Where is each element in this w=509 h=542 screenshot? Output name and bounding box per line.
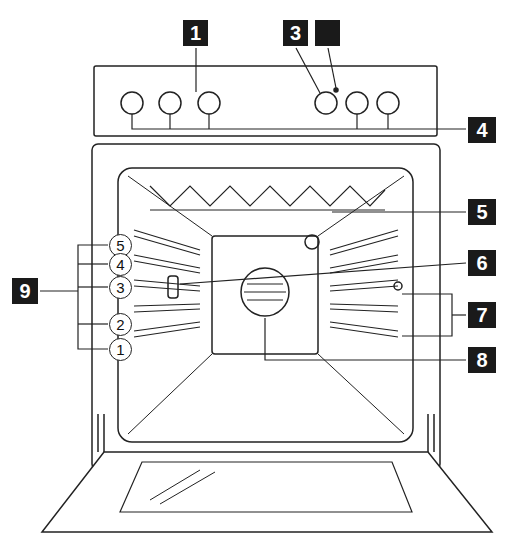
shelf-level-number: 2 xyxy=(109,313,132,336)
callout-box xyxy=(315,20,340,46)
callout-number: 1 xyxy=(183,20,208,46)
leader-lines xyxy=(132,48,466,129)
fan-cover xyxy=(241,268,289,316)
callout-number: 5 xyxy=(468,199,496,225)
oven-lamp xyxy=(305,235,319,249)
socket xyxy=(394,282,402,290)
cavity-perspective xyxy=(128,176,404,434)
callout-number: 4 xyxy=(468,117,496,143)
heating-element xyxy=(150,186,385,206)
temperature-sensor xyxy=(168,276,178,298)
oven-door xyxy=(42,414,492,532)
indicator-lamp xyxy=(334,88,338,92)
oven-body xyxy=(92,144,440,470)
shelf-level-number: 1 xyxy=(109,338,132,361)
shelf-rails xyxy=(134,230,398,337)
callout-number: 9 xyxy=(12,278,38,304)
oven-cavity xyxy=(118,168,413,442)
heating-element xyxy=(150,210,385,211)
shelf-level-number: 3 xyxy=(109,276,132,299)
callout-number: 6 xyxy=(468,250,496,276)
leader-lines xyxy=(40,212,466,360)
callout-number: 3 xyxy=(283,20,308,46)
control-knobs xyxy=(121,92,399,114)
fan-grille xyxy=(244,284,286,300)
callout-number: 7 xyxy=(468,302,496,328)
shelf-level-number: 4 xyxy=(109,253,132,276)
callout-number: 8 xyxy=(468,347,496,373)
control-panel xyxy=(94,66,437,136)
